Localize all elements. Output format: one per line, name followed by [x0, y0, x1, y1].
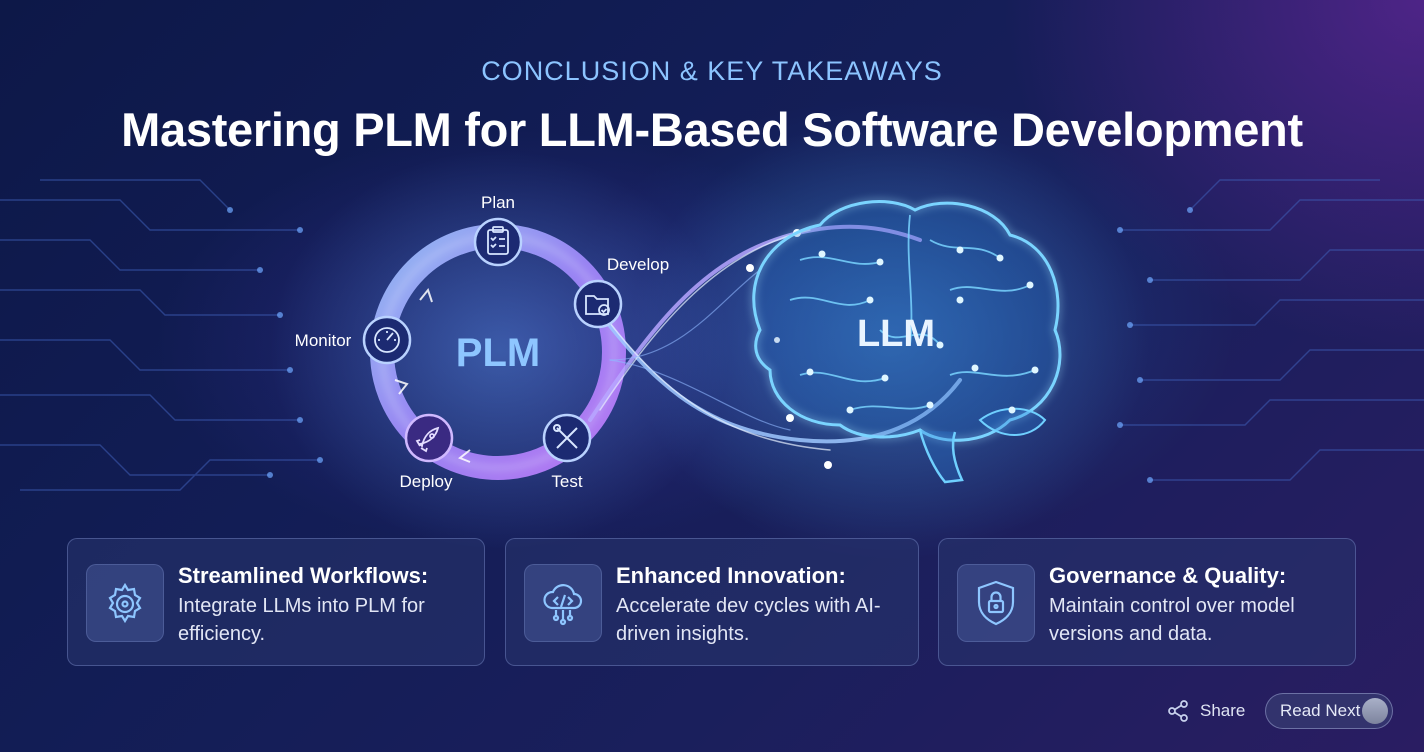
page-title: Mastering PLM for LLM-Based Software Dev…: [121, 103, 1303, 156]
stage-test: Test: [542, 413, 592, 491]
brain-illustration: [750, 198, 1063, 484]
stage-plan-label: Plan: [481, 193, 515, 212]
card-body: Integrate LLMs into PLM for efficiency.: [178, 595, 425, 645]
stage-develop-label: Develop: [607, 255, 669, 274]
stage-monitor: Monitor: [295, 315, 412, 365]
stage-plan: Plan: [473, 193, 523, 267]
kicker-heading: CONCLUSION & KEY TAKEAWAYS: [481, 56, 943, 86]
card-icon-tile: [86, 564, 164, 642]
plm-label: PLM: [456, 331, 540, 375]
stage-develop: Develop: [573, 255, 669, 329]
rocket-icon: [415, 426, 440, 453]
card-title: Streamlined Workflows:: [178, 563, 429, 588]
card-governance-quality: Governance & Quality: Maintain control o…: [938, 538, 1356, 666]
infinity-crossing-strands: [588, 224, 962, 451]
read-next-button[interactable]: Read Next: [1265, 693, 1393, 729]
share-label: Share: [1200, 701, 1246, 720]
stage-monitor-label: Monitor: [295, 331, 352, 350]
cloud-code-icon: [543, 584, 583, 626]
tools-icon: [553, 424, 578, 449]
card-icon-tile: [524, 564, 602, 642]
toggle-knob: [1362, 698, 1388, 724]
gear-icon: [108, 582, 142, 624]
share-button[interactable]: Share: [1166, 698, 1245, 724]
shield-lock-icon: [977, 580, 1015, 626]
stage-deploy-label: Deploy: [400, 472, 453, 491]
circuit-lines-right: [1120, 179, 1424, 481]
card-title: Governance & Quality:: [1049, 563, 1287, 588]
card-streamlined-workflows: Streamlined Workflows: Integrate LLMs in…: [67, 538, 485, 666]
gauge-icon: [374, 327, 400, 353]
card-body: Maintain control over model versions and…: [1049, 595, 1295, 645]
stage-test-label: Test: [551, 472, 582, 491]
card-enhanced-innovation: Enhanced Innovation: Accelerate dev cycl…: [505, 538, 919, 666]
clipboard-checklist-icon: [487, 226, 509, 255]
stage-deploy: Deploy: [400, 413, 454, 491]
read-next-label: Read Next: [1280, 701, 1361, 720]
card-icon-tile: [957, 564, 1035, 642]
folder-check-icon: [585, 295, 610, 316]
share-icon: [1168, 700, 1188, 722]
card-title: Enhanced Innovation:: [616, 563, 846, 588]
card-body: Accelerate dev cycles with AI-driven ins…: [616, 595, 881, 645]
circuit-lines-left: [0, 179, 320, 491]
llm-label: LLM: [857, 313, 935, 355]
